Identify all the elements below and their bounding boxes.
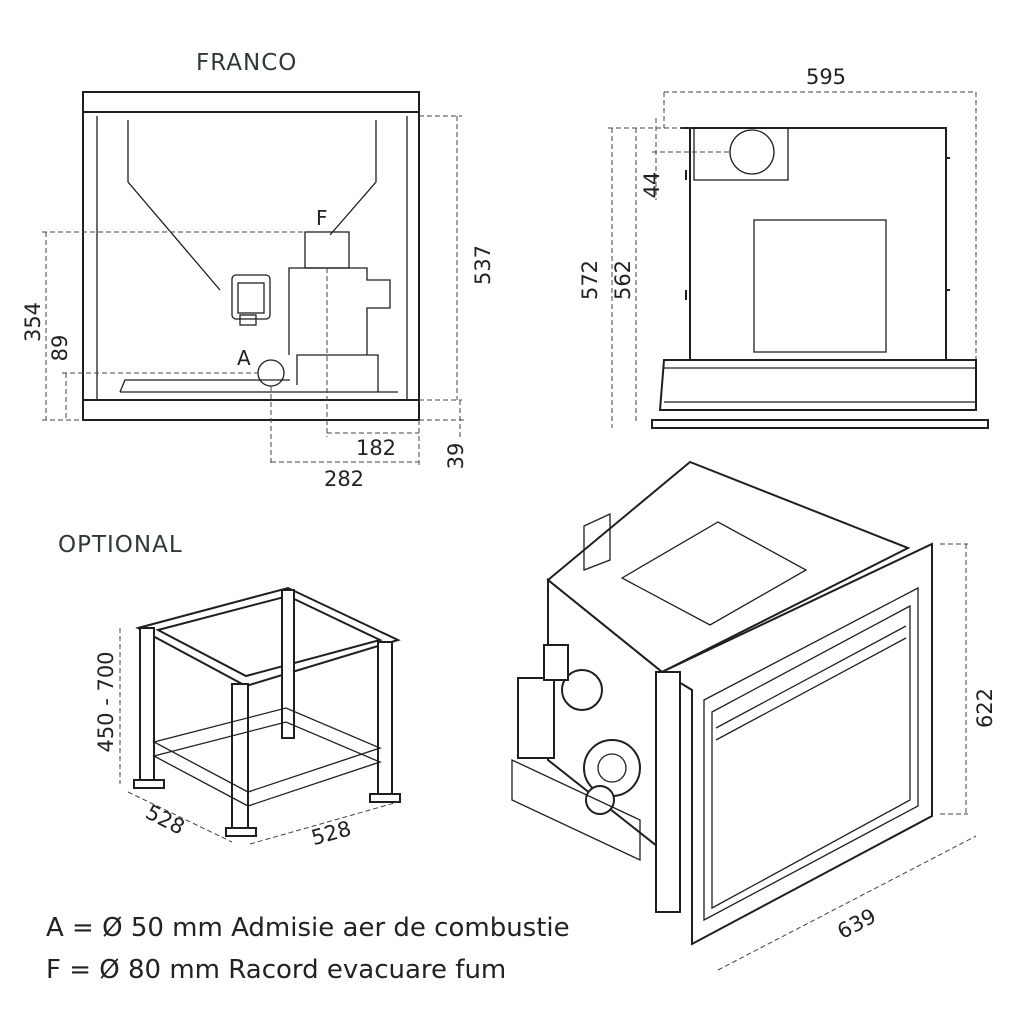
dim-iso-width: 639: [833, 904, 880, 944]
legend-line-a: A = Ø 50 mm Admisie aer de combustie: [46, 913, 570, 943]
dim-flue-offset: 182: [356, 436, 396, 460]
dim-base-height: 39: [444, 443, 468, 470]
dim-line-639: [717, 835, 977, 971]
side-top-window: [753, 219, 887, 353]
dim-line-stand-depth: [127, 791, 233, 843]
iso-base-plate: [511, 758, 641, 862]
dim-width-595: 595: [806, 65, 846, 89]
stand-leg-right: [377, 641, 393, 797]
dim-air-offset: 282: [324, 467, 364, 491]
side-view: 595 572 562 44: [578, 65, 989, 429]
franco-title: FRANCO: [196, 50, 297, 76]
side-body: [689, 127, 947, 361]
dim-flue-height: 354: [21, 302, 45, 342]
iso-glass: [711, 604, 911, 910]
dim-height-562: 562: [611, 260, 635, 300]
optional-title: OPTIONAL: [58, 532, 183, 558]
dim-stand-height: 450 - 700: [94, 651, 118, 752]
iso-bracket: [517, 677, 555, 759]
iso-view: 622 639: [511, 460, 997, 971]
dim-line-stand-width: [249, 801, 399, 845]
side-door-plate: [651, 419, 989, 429]
stand-leg-front-left: [139, 627, 155, 781]
franco-auger-motor: [231, 274, 271, 320]
side-front-frame: [658, 359, 977, 411]
franco-air-inlet: [257, 359, 285, 387]
legend-line-f: F = Ø 80 mm Racord evacuare fum: [46, 955, 506, 985]
optional-stand: OPTIONAL 450 - 700 528 528: [58, 532, 401, 850]
iso-control-panel: [655, 671, 681, 913]
dim-height-total: 537: [471, 245, 495, 285]
franco-label-f: F: [316, 206, 328, 230]
dim-air-height: 89: [48, 335, 72, 362]
franco-flue-collar: [304, 231, 350, 269]
franco-outer-frame: [82, 91, 420, 421]
stand-bottom-frame: [152, 707, 382, 793]
franco-hopper-right: [329, 120, 377, 236]
franco-view: FRANCO A F 537 354 8: [21, 50, 495, 491]
iso-flue-outlet: [561, 669, 603, 711]
franco-body: [288, 267, 391, 355]
iso-top-window: [620, 521, 808, 626]
dim-height-572: 572: [578, 260, 602, 300]
legend: A = Ø 50 mm Admisie aer de combustie F =…: [46, 913, 570, 985]
franco-hopper-left: [127, 120, 221, 291]
franco-label-a: A: [237, 346, 251, 370]
iso-front-frame: [659, 542, 933, 946]
side-flue-outlet: [729, 129, 775, 175]
stand-leg-back: [281, 589, 295, 739]
dim-iso-height: 622: [973, 688, 997, 728]
stand-leg-front: [231, 683, 249, 831]
dim-offset-44: 44: [640, 172, 664, 199]
side-flue-box: [693, 127, 789, 181]
dim-stand-depth: 528: [142, 800, 189, 840]
dim-stand-width: 528: [309, 816, 354, 850]
